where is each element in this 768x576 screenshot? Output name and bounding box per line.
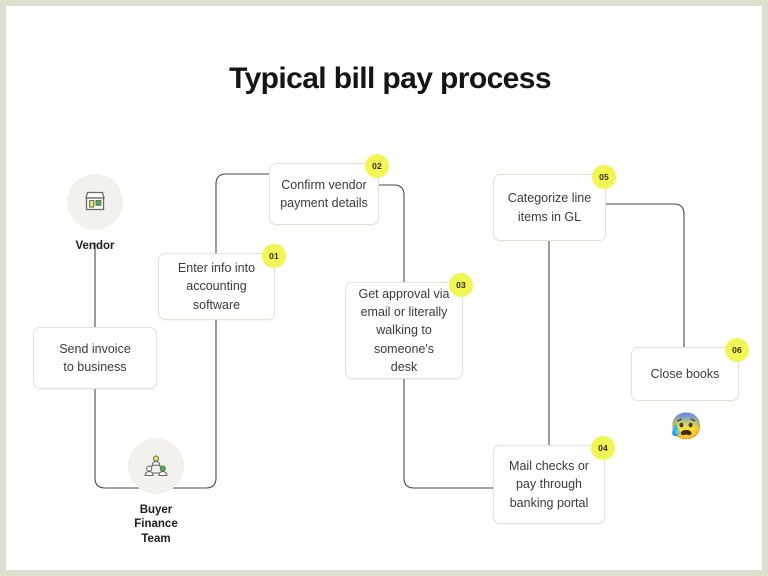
node-get-approval-label: Get approval via email or literally walk… — [358, 287, 450, 374]
node-confirm-vendor[interactable]: Confirm vendor payment details 02 — [269, 154, 389, 225]
node-confirm-vendor-badge: 02 — [365, 154, 389, 178]
actor-buyer-finance-team: Buyer Finance Team — [128, 438, 184, 546]
anxious-face-with-sweat-icon: 😰 — [670, 411, 703, 441]
node-enter-info[interactable]: Enter info into accounting software 01 — [158, 244, 286, 320]
connector-confirm-vendor-to-get-approval — [378, 184, 405, 283]
connector-get-approval-to-mail-checks — [403, 378, 494, 489]
node-enter-info-label: Enter info into accounting software — [177, 261, 256, 312]
connector-enter-info-to-confirm-vendor — [215, 173, 270, 254]
node-categorize-line-items-badge: 05 — [592, 165, 616, 189]
node-close-books-label: Close books — [650, 366, 720, 381]
node-enter-info-badge: 01 — [262, 244, 286, 268]
node-mail-checks[interactable]: Mail checks or pay through banking porta… — [493, 436, 615, 524]
node-close-books[interactable]: Close books 06 — [631, 338, 749, 401]
actor-team-avatar — [128, 438, 184, 494]
storefront-icon — [85, 191, 105, 211]
actor-team-label: Buyer Finance Team — [134, 504, 178, 545]
node-get-approval-badge: 03 — [449, 273, 473, 297]
node-mail-checks-label: Mail checks or pay through banking porta… — [509, 459, 589, 510]
actor-vendor-label: Vendor — [75, 240, 115, 252]
node-confirm-vendor-label: Confirm vendor payment details — [280, 177, 368, 210]
node-close-books-badge: 06 — [725, 338, 749, 362]
page-title: Typical bill pay process — [229, 62, 551, 95]
team-icon — [144, 455, 168, 476]
node-send-invoice[interactable]: Send invoice to business — [33, 327, 157, 389]
node-send-invoice-label: Send invoice to business — [59, 341, 131, 374]
actor-vendor-avatar — [67, 174, 123, 230]
connector-categorize-to-close-books — [605, 203, 685, 348]
node-categorize-line-items-label: Categorize line items in GL — [507, 191, 592, 224]
actor-vendor: Vendor — [67, 174, 123, 253]
node-get-approval[interactable]: Get approval via email or literally walk… — [345, 273, 473, 379]
node-mail-checks-badge: 04 — [591, 436, 615, 460]
node-categorize-line-items[interactable]: Categorize line items in GL 05 — [493, 165, 616, 241]
